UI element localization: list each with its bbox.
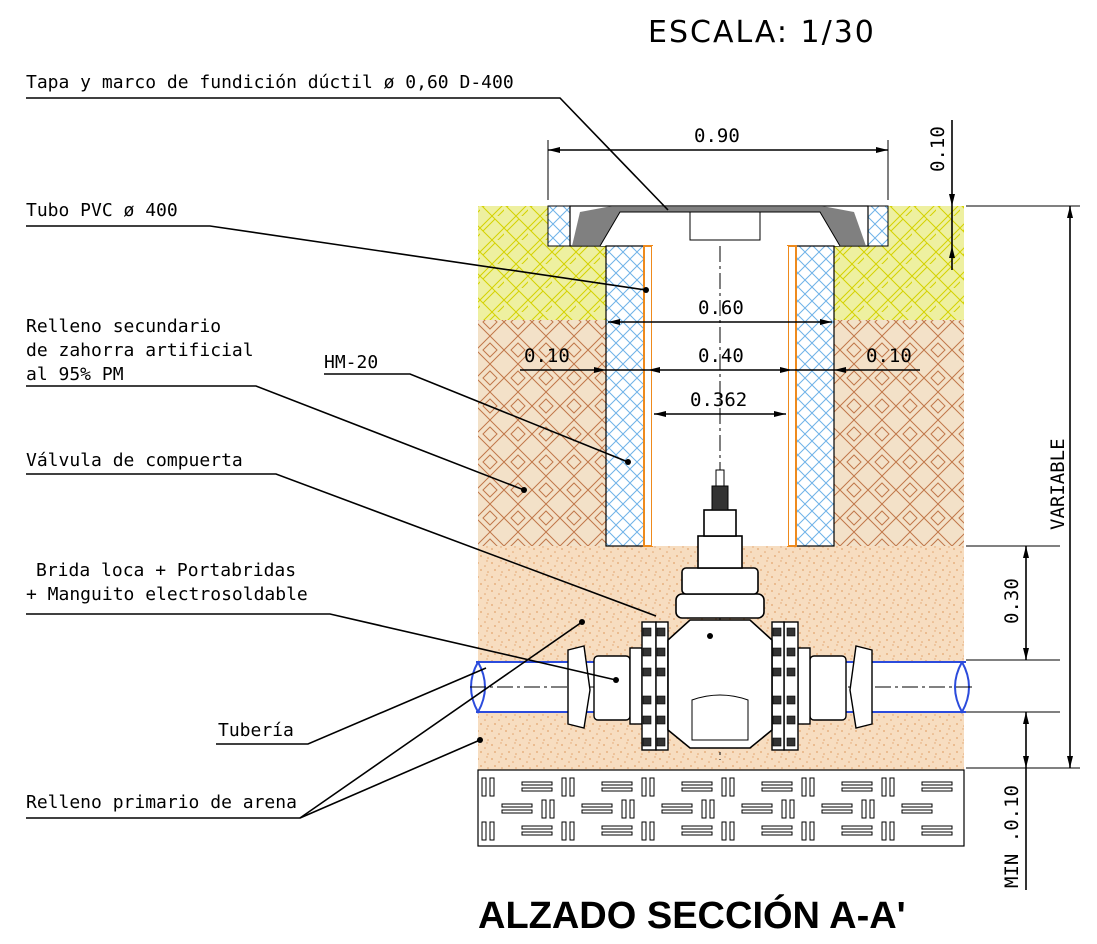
label-relleno-secundario-3: al 95% PM bbox=[26, 364, 124, 385]
dim-0362: 0.362 bbox=[690, 389, 747, 411]
layer-base bbox=[477, 769, 965, 847]
scale-label: ESCALA: 1/30 bbox=[648, 15, 876, 50]
label-relleno-secundario-2: de zahorra artificial bbox=[26, 340, 254, 361]
concrete-wall-left bbox=[605, 245, 649, 547]
label-tapa: Tapa y marco de fundición dúctil ø 0,60 … bbox=[26, 72, 514, 93]
concrete-wall-right bbox=[791, 245, 835, 547]
dim-090: 0.90 bbox=[694, 125, 740, 147]
label-valvula: Válvula de compuerta bbox=[26, 450, 243, 471]
dim-variable: VARIABLE bbox=[1047, 438, 1069, 530]
label-relleno-secundario-1: Relleno secundario bbox=[26, 316, 221, 337]
dim-010-top: 0.10 bbox=[927, 126, 949, 172]
label-relleno-primario: Relleno primario de arena bbox=[26, 792, 297, 813]
dim-060: 0.60 bbox=[698, 297, 744, 319]
cover-frame bbox=[547, 205, 889, 247]
label-brida-1: Brida loca + Portabridas bbox=[36, 560, 296, 581]
leader-lines bbox=[26, 97, 669, 819]
dim-030: 0.30 bbox=[1001, 578, 1023, 624]
dim-010-left: 0.10 bbox=[524, 345, 570, 367]
dim-040: 0.40 bbox=[698, 345, 744, 367]
drawing-title: ALZADO SECCIÓN A-A' bbox=[478, 893, 906, 937]
label-tuberia: Tubería bbox=[218, 720, 294, 741]
dimension-lines bbox=[520, 120, 1080, 890]
gate-valve bbox=[567, 469, 873, 751]
label-brida-2: + Manguito electrosoldable bbox=[26, 584, 308, 605]
pvc-tube-right bbox=[787, 245, 797, 547]
label-tubo-pvc: Tubo PVC ø 400 bbox=[26, 200, 178, 221]
dim-010-right: 0.10 bbox=[866, 345, 912, 367]
dim-min: MIN .0.10 bbox=[1001, 785, 1023, 888]
label-hm20: HM-20 bbox=[324, 352, 378, 373]
